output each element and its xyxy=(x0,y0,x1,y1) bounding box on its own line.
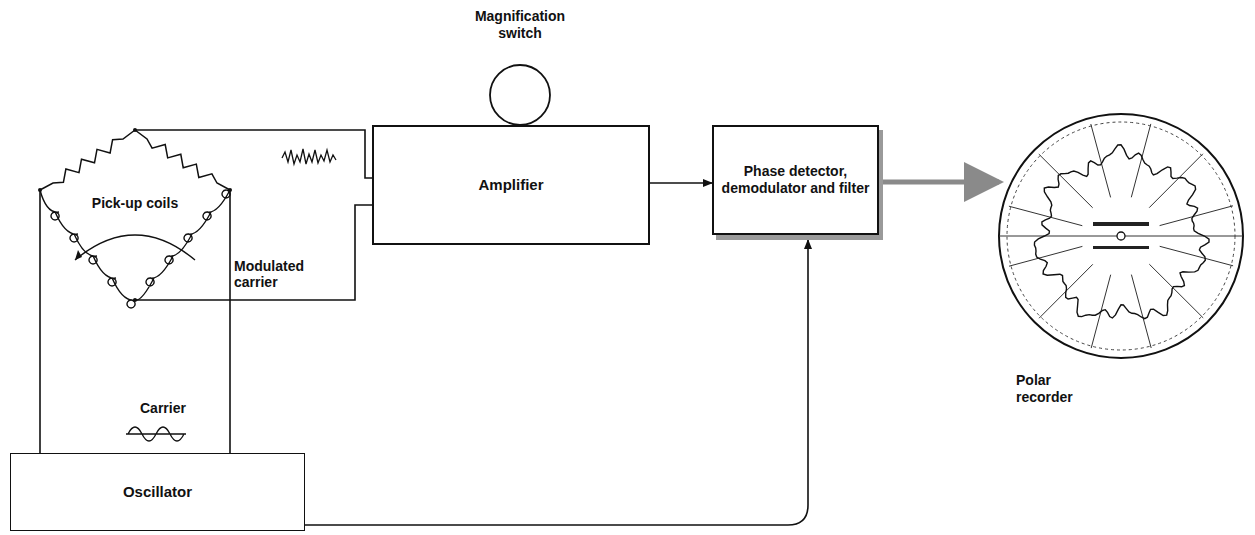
node-label: Oscillator xyxy=(123,483,192,501)
connector xyxy=(650,183,712,184)
wire xyxy=(39,190,41,453)
connector xyxy=(135,130,372,300)
magnification-switch: Magnification switch xyxy=(440,2,600,127)
node-label: Magnification switch xyxy=(460,8,580,42)
polar-recorder: Polar recorder xyxy=(990,110,1252,395)
pickup-bridge: Pick-up coils xyxy=(35,125,235,305)
node-label: Polar recorder xyxy=(1016,372,1096,406)
signal-label: Modulated carrier xyxy=(232,258,336,290)
connector xyxy=(40,190,230,453)
wire xyxy=(229,190,231,453)
wire xyxy=(883,180,999,185)
connector xyxy=(883,182,999,183)
oscillator-box: Oscillator xyxy=(10,453,305,531)
wire xyxy=(650,182,712,184)
node-label: Pick-up coils xyxy=(80,195,190,212)
wire xyxy=(135,205,372,300)
wire xyxy=(135,130,372,178)
carrier-wave xyxy=(126,427,186,441)
modulated-signal xyxy=(282,149,336,164)
phase-detector-box: Phase detector, demodulator and filter xyxy=(712,125,879,235)
amplifier-box: Amplifier xyxy=(372,125,650,245)
node-label: Phase detector, demodulator and filter xyxy=(720,163,871,197)
node-label: Amplifier xyxy=(478,176,543,194)
pickup-bridge-shape xyxy=(35,125,235,305)
signal-label: Carrier xyxy=(138,400,212,416)
polar-recorder-shape xyxy=(990,110,1252,395)
connector xyxy=(305,240,808,525)
wire xyxy=(305,240,808,525)
